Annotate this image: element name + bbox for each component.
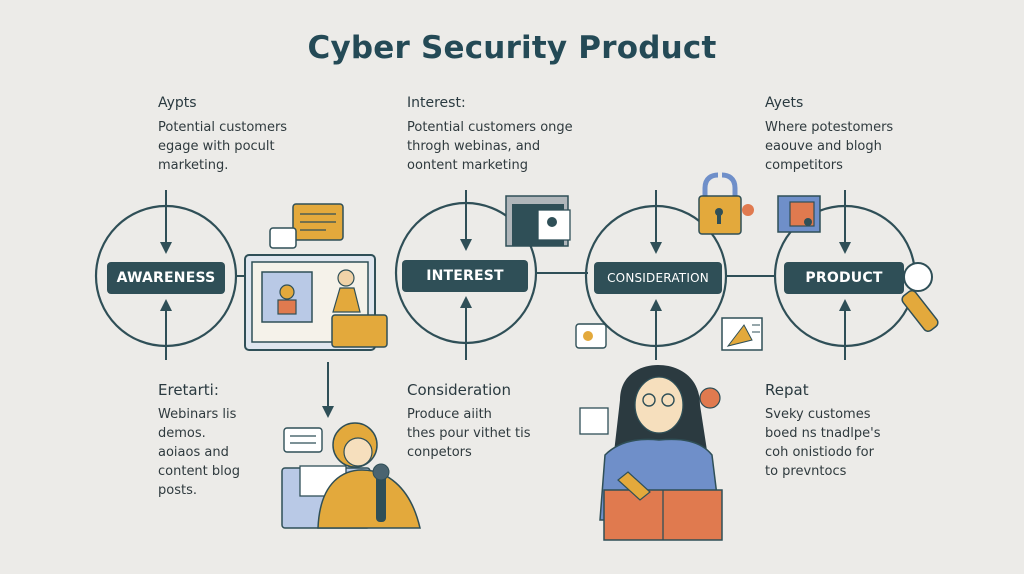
bottom-block-line: conpetors [407, 445, 472, 460]
top-block-line: marketing. [158, 158, 229, 173]
top-block-line: throgh webinas, and [407, 139, 541, 154]
bottom-block-line: boed ns tnadlpe's [765, 426, 881, 441]
chat-bubble-icon [575, 323, 607, 349]
document-icon [721, 317, 763, 351]
padlock-icon [698, 172, 754, 235]
top-block-awareness: Aypts Potential customers egage with poc… [158, 93, 287, 175]
bottom-block-heading: Repat [765, 381, 809, 399]
bottom-block-line: aoiaos and [158, 445, 229, 460]
magnifier-icon [901, 262, 939, 332]
top-block-line: eaouve and blogh [765, 139, 882, 154]
stage-label-awareness: AWARENESS [107, 262, 225, 294]
bottom-block-line: Webinars lis [158, 407, 237, 422]
stage-label-interest: INTEREST [402, 260, 528, 292]
bottom-block-line: coh onistiodo for [765, 445, 874, 460]
bottom-block-interest: Consideration Produce aiith thes pour vi… [407, 380, 531, 462]
top-block-line: oontent marketing [407, 158, 528, 173]
stage-label-product: PRODUCT [784, 262, 904, 294]
bottom-block-line: to prevntocs [765, 464, 847, 479]
page-title: Cyber Security Product [307, 30, 717, 66]
bottom-block-line: thes pour vithet tis [407, 426, 531, 441]
top-block-interest: Interest: Potential customers onge throg… [407, 93, 573, 175]
top-block-heading: Aypts [158, 95, 197, 111]
video-call-icon [505, 195, 571, 247]
bottom-block-line: demos. [158, 426, 206, 441]
stage-label-consideration: CONSIDERATION [594, 262, 722, 294]
bottom-block-line: posts. [158, 483, 197, 498]
shield-doc-icon [777, 195, 821, 233]
top-block-line: Where potestomers [765, 120, 894, 135]
top-block-line: egage with pocult [158, 139, 275, 154]
top-block-heading: Interest: [407, 95, 466, 111]
bottom-block-awareness: Eretarti: Webinars lis demos. aoiaos and… [158, 380, 240, 500]
bottom-block-product: Repat Sveky customes boed ns tnadlpe's c… [765, 380, 881, 481]
bottom-block-line: Produce aiith [407, 407, 492, 422]
top-block-line: Potential customers [158, 120, 288, 135]
bottom-block-heading: Eretarti: [158, 381, 219, 399]
chat-bubble-icon [269, 203, 344, 249]
top-block-line: competitors [765, 158, 843, 173]
bottom-block-line: Sveky customes [765, 407, 871, 422]
presenter-icon [281, 422, 421, 529]
top-block-heading: Ayets [765, 95, 804, 111]
analyst-woman-icon [579, 365, 723, 541]
top-block-product: Ayets Where potestomers eaouve and blogh… [765, 93, 893, 175]
top-block-line: Potential customers onge [407, 120, 573, 135]
bottom-block-heading: Consideration [407, 381, 511, 399]
laptop-meeting-icon [244, 254, 388, 351]
bottom-block-line: content blog [158, 464, 240, 479]
